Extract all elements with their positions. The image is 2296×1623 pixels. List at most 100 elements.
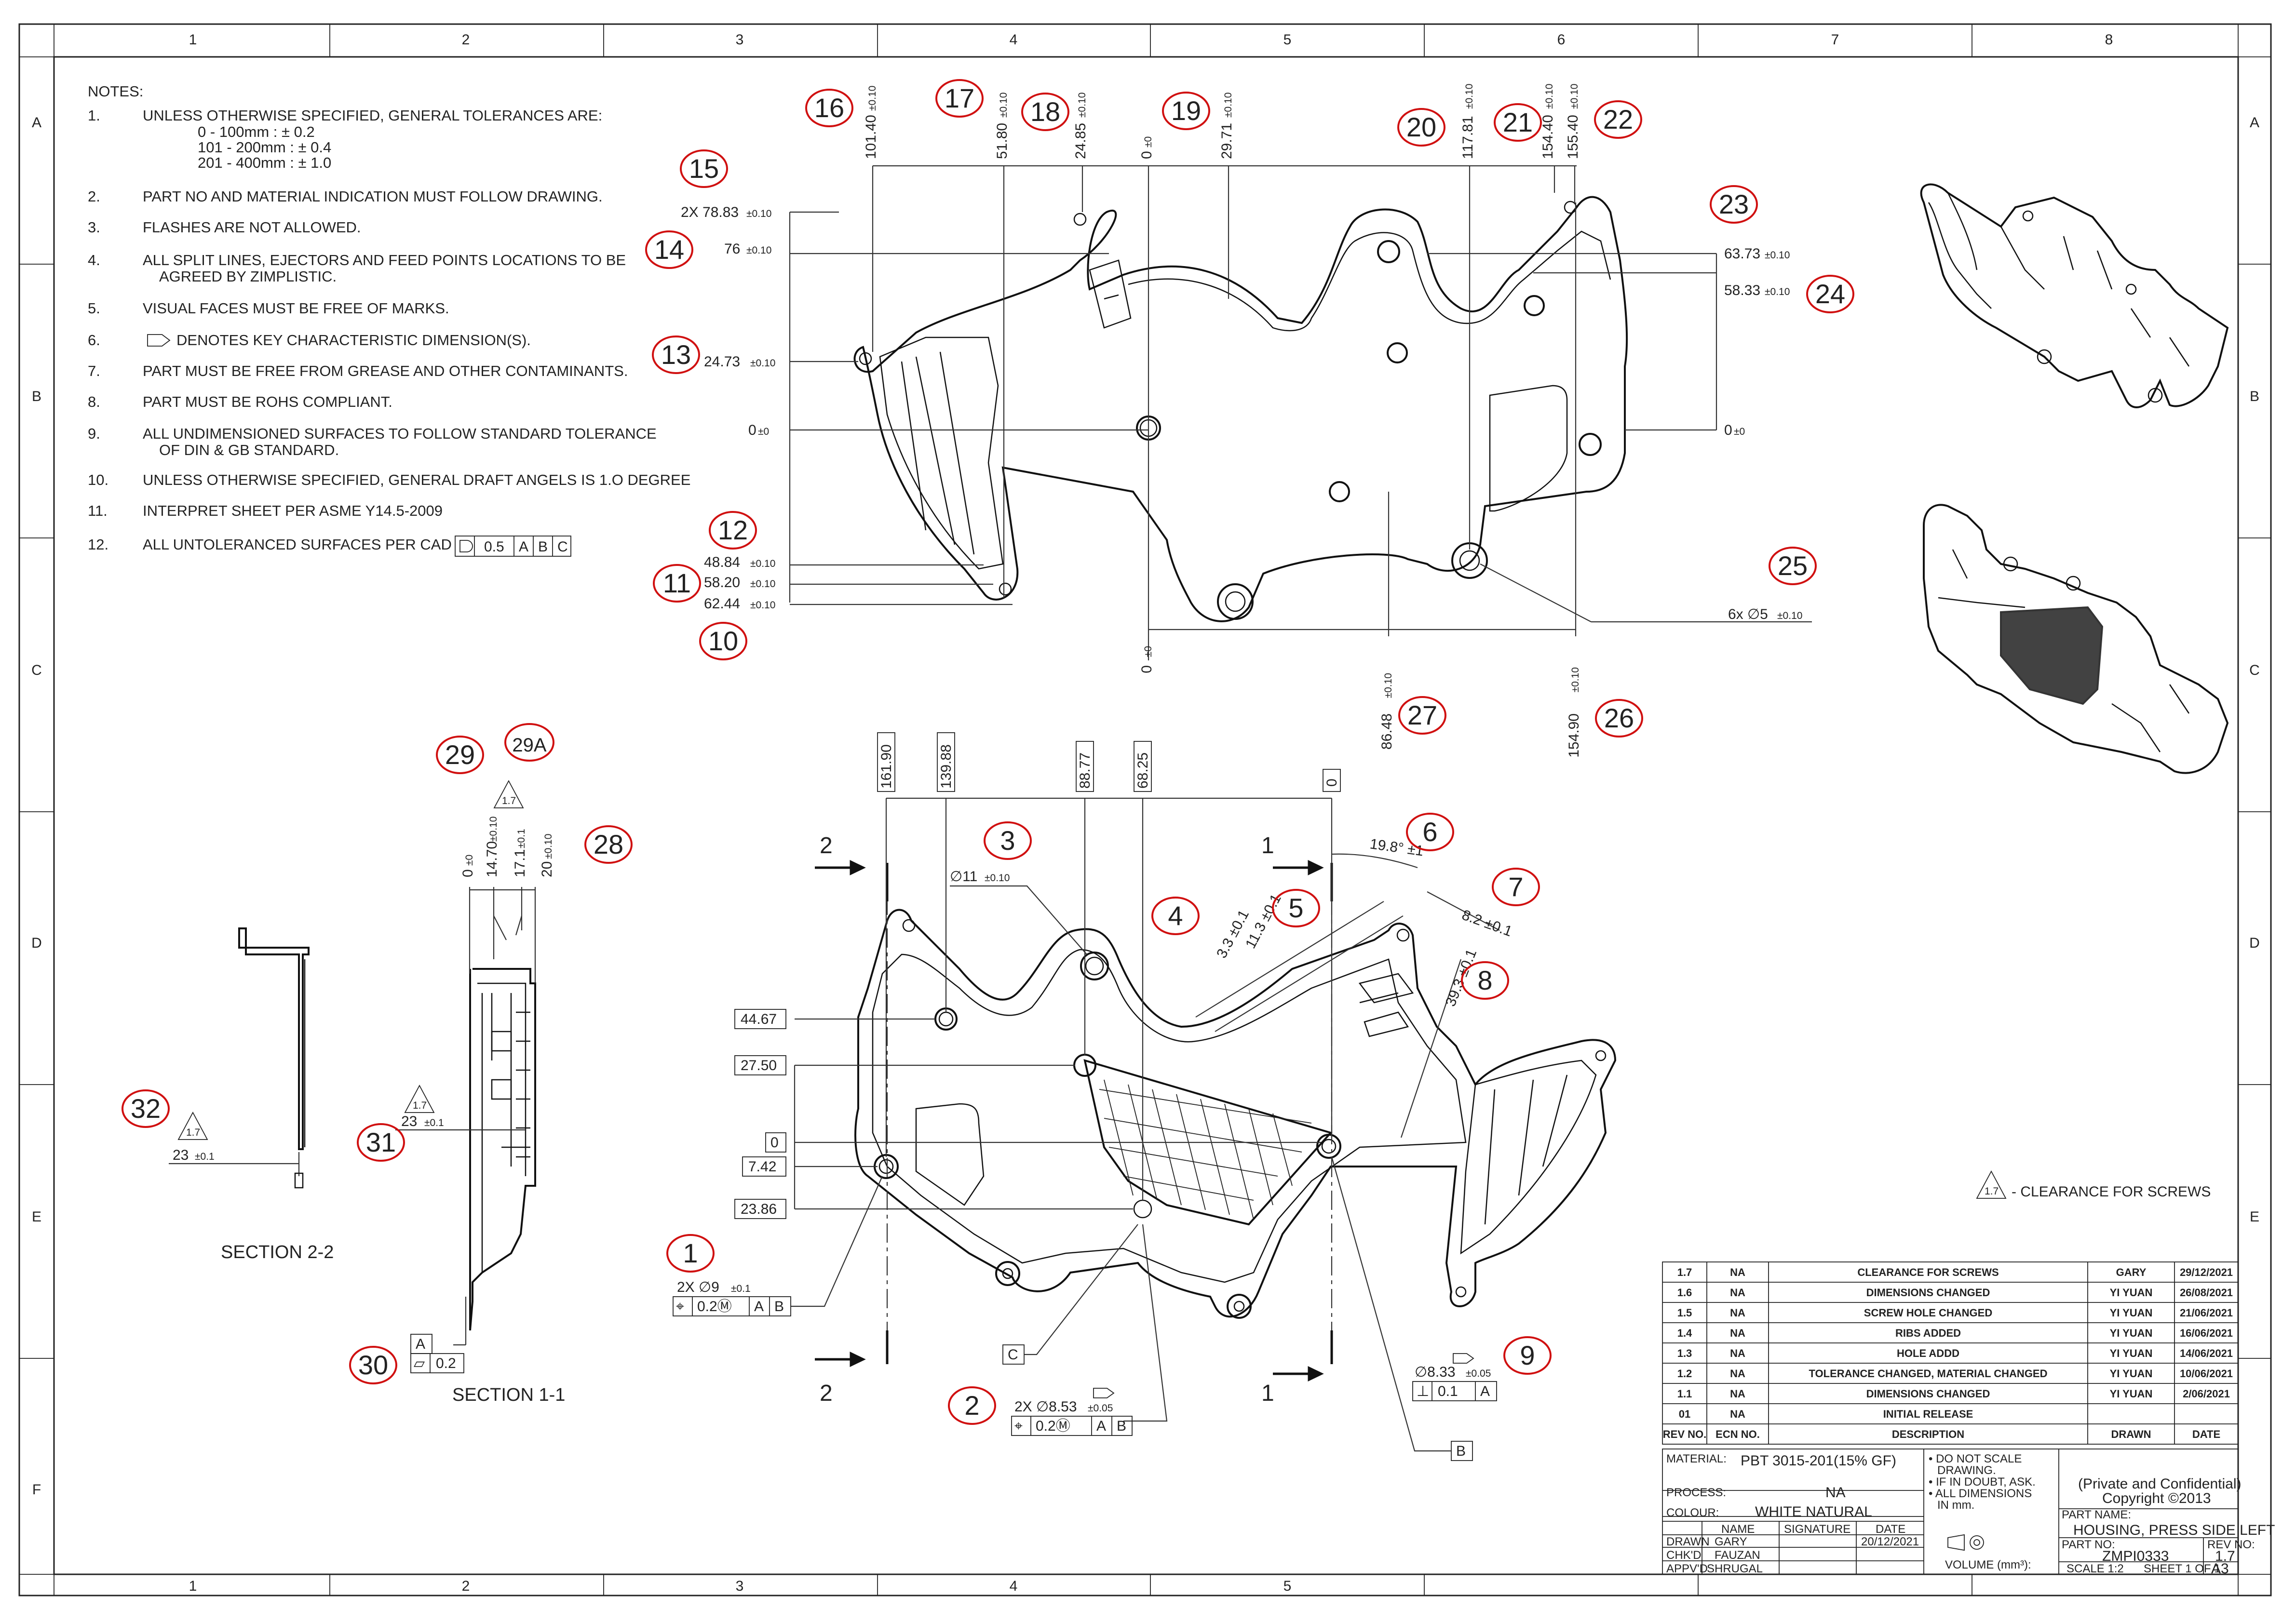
- dim-value: 0: [1139, 665, 1155, 673]
- dim-tol: ±0.1: [424, 1117, 444, 1128]
- balloon-number: 29A: [512, 735, 546, 756]
- note-text: VISUAL FACES MUST BE FREE OF MARKS.: [143, 300, 449, 317]
- note-text: FLASHES ARE NOT ALLOWED.: [143, 219, 361, 236]
- balloon-circle: [1398, 696, 1446, 735]
- fcf-value: 0.2: [436, 1355, 456, 1371]
- tb-note: • IF IN DOUBT, ASK.: [1929, 1475, 2036, 1489]
- balloon-number: 32: [131, 1093, 161, 1124]
- scale: SCALE 1:2: [2066, 1562, 2124, 1575]
- colour-label: COLOUR:: [1666, 1506, 1719, 1519]
- zone-row-label: D: [2249, 935, 2260, 951]
- datum-label: C: [1008, 1347, 1018, 1363]
- hole: [859, 352, 872, 365]
- basic-dim: 161.90: [878, 744, 894, 789]
- dim-tol: ±0.10: [1765, 250, 1790, 261]
- dim-tol: ±0.10: [1569, 84, 1580, 109]
- datum-label: A: [416, 1336, 425, 1352]
- balloon-circle: [1710, 185, 1758, 224]
- title-block: MATERIAL: PBT 3015-201(15% GF) PROCESS: …: [1662, 1449, 2275, 1577]
- dim-value: 14.70: [484, 841, 500, 877]
- balloon-number: 17: [945, 83, 974, 113]
- rev-cell: NA: [1730, 1307, 1745, 1319]
- note-text: AGREED BY ZIMPLISTIC.: [159, 268, 337, 285]
- dim-value: 24.85: [1073, 123, 1089, 159]
- balloon-number: 2: [964, 1390, 979, 1421]
- rev-cell: RIBS ADDED: [1895, 1327, 1961, 1339]
- basic-dim: 139.88: [938, 744, 954, 789]
- balloon-circle: [948, 1386, 996, 1425]
- basic-dim: 7.42: [748, 1159, 776, 1175]
- rev-cell: NA: [1730, 1347, 1745, 1359]
- copyright: Copyright ©2013: [2102, 1490, 2211, 1506]
- callout-perpendicularity: B ∅8.33 ±0.05 ⊥ 0.1 A: [1331, 1156, 1497, 1461]
- dim-tol: ±0.10: [750, 600, 775, 611]
- balloon-number: 15: [689, 153, 719, 184]
- note-text: UNLESS OTHERWISE SPECIFIED, GENERAL TOLE…: [143, 107, 602, 124]
- colour-value: WHITE NATURAL: [1755, 1504, 1872, 1520]
- tb-label: CHK'D: [1666, 1549, 1702, 1562]
- dim-value: 51.80: [994, 123, 1010, 159]
- sheet: SHEET 1 OF 1: [2144, 1562, 2221, 1575]
- dim-value: 8.2 ±0.1: [1460, 907, 1514, 940]
- zone-col-label: 8: [2105, 32, 2113, 48]
- flatness-fcf: [410, 1353, 464, 1373]
- dim-value: 0: [1724, 422, 1732, 438]
- notes-block: NOTES: 1. UNLESS OTHERWISE SPECIFIED, GE…: [88, 83, 690, 557]
- balloon-circle: [1492, 868, 1540, 906]
- balloon-number: 24: [1815, 279, 1845, 309]
- hole-datum-a: [874, 1154, 899, 1179]
- rev-cell: YI YUAN: [2110, 1307, 2153, 1319]
- balloon-number: 28: [594, 829, 623, 859]
- flag-note: 1.7: [502, 795, 516, 806]
- boss-hole: [1225, 591, 1246, 612]
- zone-row-label: C: [31, 662, 42, 678]
- balloon-number: 29: [445, 739, 475, 770]
- zone-row-label: B: [2250, 389, 2259, 404]
- balloon-number: 12: [718, 515, 748, 545]
- callout-hole-position-1: 2X ∅9 ±0.1 ⌖ 0.2Ⓜ A B: [673, 1176, 883, 1316]
- part-name: HOUSING, PRESS SIDE LEFT: [2073, 1522, 2275, 1538]
- front-view-outline: [854, 909, 1617, 1318]
- perpendicularity-icon: ⊥: [1417, 1383, 1429, 1399]
- rev-cell: 21/06/2021: [2180, 1307, 2233, 1319]
- zone-row-label: B: [32, 389, 41, 404]
- fcf-datum: C: [557, 539, 568, 555]
- zone-row-label: F: [32, 1482, 41, 1498]
- hole-datum-b: [1316, 1134, 1341, 1159]
- rev-value: 1.7: [2215, 1548, 2235, 1564]
- zone-col-label: 6: [1557, 32, 1566, 48]
- dim-value: 117.81: [1460, 116, 1476, 159]
- rev-header: REV NO.: [1663, 1428, 1706, 1440]
- boss-hole: [1002, 1268, 1013, 1279]
- note-text: PART MUST BE ROHS COMPLIANT.: [143, 393, 392, 410]
- top-view: 101.40 ±0.10 51.80 ±0.10 24.85 ±0.10 0 ±…: [681, 84, 1812, 758]
- dim-tol: ±0.10: [1570, 667, 1581, 692]
- dim-value: 155.40: [1565, 115, 1581, 159]
- dim-tol: ±0.1: [731, 1283, 751, 1294]
- dim-value: 154.40: [1540, 115, 1556, 159]
- top-view-dims-bottom: 0 ±0 86.48 ±0.10 154.90 ±0.10 6x ∅5 ±0.1…: [1139, 606, 1802, 758]
- balloon-number: 27: [1407, 700, 1437, 730]
- top-view-dims-left: 2X 78.83 ±0.10 76 ±0.10 24.73 ±0.10 0 ±0…: [681, 204, 775, 612]
- approved-name: SHRUGAL: [1707, 1562, 1763, 1575]
- dim-tol: ±0.05: [1088, 1403, 1113, 1414]
- basic-dim: 68.25: [1135, 752, 1151, 789]
- rev-cell: 29/12/2021: [2180, 1266, 2233, 1278]
- outer-border: [18, 23, 2272, 1596]
- rev-cell: 26/08/2021: [2180, 1287, 2233, 1299]
- flag-triangle-icon: [404, 1085, 435, 1113]
- balloon-number: 4: [1168, 900, 1183, 931]
- rev-cell: DIMENSIONS CHANGED: [1866, 1287, 1990, 1299]
- hole-inner: [1321, 1139, 1337, 1154]
- rev-cell: TOLERANCE CHANGED, MATERIAL CHANGED: [1809, 1368, 2047, 1380]
- balloon-circle: [699, 622, 747, 660]
- dim-value: 2X ∅8.53: [1014, 1399, 1077, 1415]
- drawn-name: GARY: [1715, 1535, 1747, 1548]
- hole-d11-inner: [1085, 956, 1104, 976]
- note-num: 6.: [88, 332, 100, 349]
- front-basic-dims-top: 161.90 139.88 88.77 68.25 0: [877, 732, 1341, 792]
- fcf-value: 0.5: [484, 539, 504, 555]
- balloon-number: 3: [1000, 825, 1015, 856]
